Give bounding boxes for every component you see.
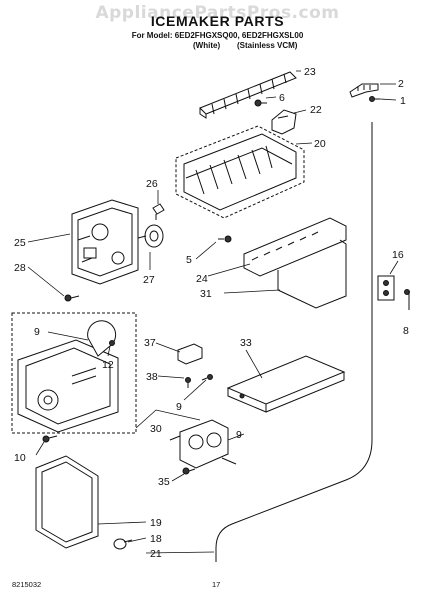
screw-28 [64,294,80,302]
variant-stainless-label: (Stainless VCM) [237,41,298,50]
bracket-33 [177,343,213,388]
callout-18: 19 [150,517,162,529]
site-watermark: AppliancePartsPros.com [95,3,340,23]
callout-24: 24 [196,273,208,285]
callout-23: 23 [304,66,316,78]
knob-21 [113,538,133,550]
callout-25: 25 [14,237,26,249]
callout-6: 6 [279,92,285,104]
screw-6 [254,99,267,107]
callout-16: 16 [392,249,404,261]
mounting-bracket [349,83,380,102]
callout-5: 5 [186,254,192,266]
callout-9-lower: 9 [176,401,182,413]
callout-38: 12 [102,359,114,371]
ice-mold [175,125,305,219]
water-valve [169,419,237,469]
callout-9-right: 8 [403,325,409,337]
callout-26: 26 [146,178,158,190]
variant-white-label: (White) [193,41,221,50]
bracket-16 [377,275,410,310]
icemaker-cover [35,455,99,549]
callout-19: 35 [158,476,170,488]
ejector-blade [199,71,297,119]
callout-9-upper: 38 [146,371,158,383]
support-tray [243,217,347,277]
callout-10: 9 [236,429,242,441]
callout-20: 20 [314,138,326,150]
control-housing [71,199,139,285]
thermostat-clip [271,109,297,135]
callout-37: 9 [34,326,40,338]
screw-30 [42,435,58,443]
callout-27: 27 [143,274,155,286]
callout-28: 28 [14,262,26,274]
page-number: 17 [212,580,221,589]
water-fill-tube [215,122,373,562]
clip-26 [152,203,165,220]
callout-2: 2 [398,78,404,90]
callout-33: 37 [144,337,156,349]
callout-35: 30 [150,423,162,435]
callout-1: 1 [400,95,406,107]
control-module [17,320,119,433]
fill-tube-cover [226,355,346,413]
callout-7: 21 [150,548,162,560]
callout-30: 10 [14,452,26,464]
callout-31: 31 [200,288,212,300]
page-title: ICEMAKER PARTS [150,13,285,29]
document-number: 8215032 [12,580,42,589]
callout-22: 22 [310,104,322,116]
model-line: For Model: 6ED2FHGXSQ00, 6ED2FHGXSL00 [131,31,304,40]
feeler-arm [277,239,347,309]
control-module-outline [11,312,137,434]
screw-5 [218,235,232,243]
callout-21: 18 [150,533,162,545]
drive-motor [137,224,164,248]
screw-19 [182,467,196,475]
callout-12: 33 [240,337,252,349]
